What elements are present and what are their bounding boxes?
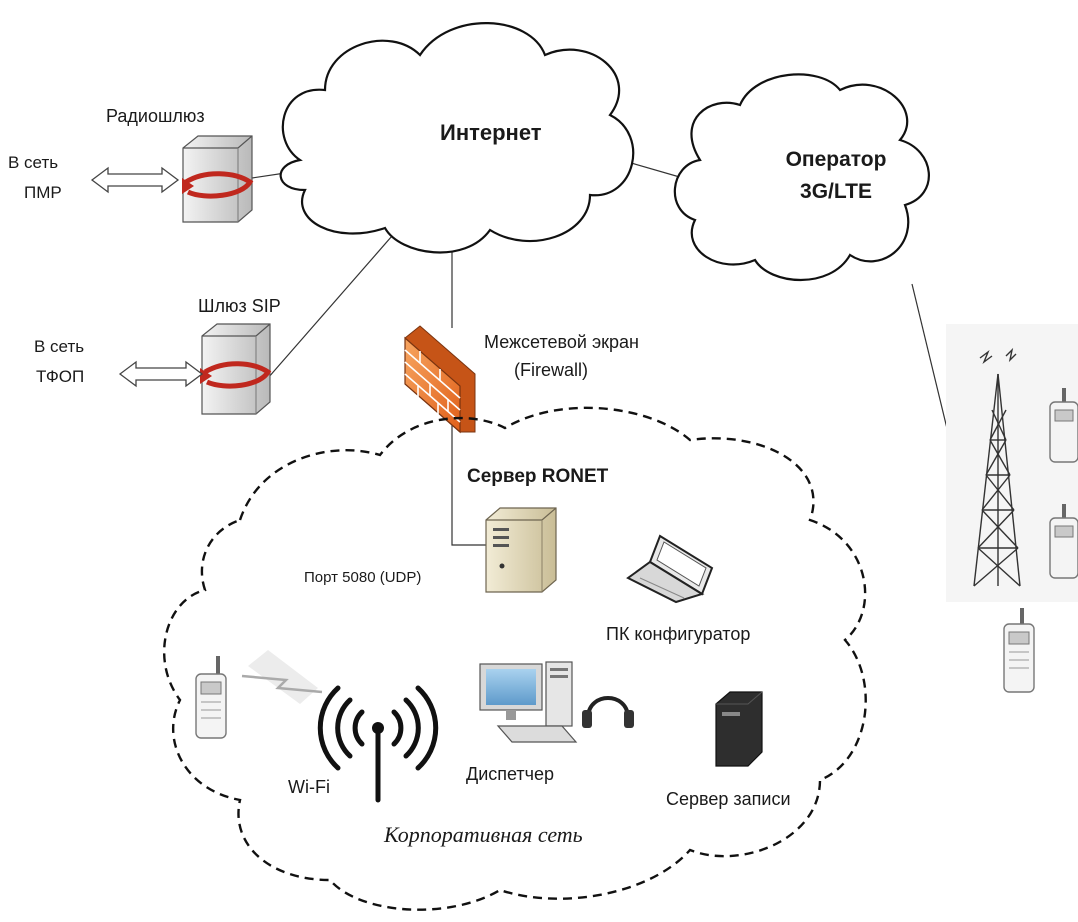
recording-server: Сервер записи xyxy=(666,691,791,809)
link-sip-gateway-internet xyxy=(267,235,393,379)
recording-server-label: Сервер записи xyxy=(666,789,791,809)
firewall: Межсетевой экран (Firewall) xyxy=(404,325,639,434)
dispatcher-label: Диспетчер xyxy=(466,764,554,784)
pstn-label-line2: ТФОП xyxy=(36,367,84,386)
server-tower-icon xyxy=(485,507,557,593)
internet-label: Интернет xyxy=(440,120,542,145)
corporate-network-label: Корпоративная сеть xyxy=(383,822,583,847)
pstn-double-arrow-icon xyxy=(118,360,204,388)
wifi-antenna-icon xyxy=(317,685,439,803)
corporate-radio xyxy=(195,650,323,739)
dispatcher: Диспетчер xyxy=(466,661,634,784)
corporate-network-cloud: Корпоративная сеть xyxy=(163,406,867,911)
firewall-label-line2: (Firewall) xyxy=(514,360,588,380)
pmr-double-arrow-icon xyxy=(90,166,180,194)
workstation-icon xyxy=(479,661,634,743)
sip-gateway-label: Шлюз SIP xyxy=(198,296,281,316)
link-firewall-server xyxy=(451,425,488,546)
firewall-brick-icon xyxy=(404,325,476,434)
pmr-label-line1: В сеть xyxy=(8,153,58,172)
operator-label-line2: 3G/LTE xyxy=(800,180,872,203)
port-label: Порт 5080 (UDP) xyxy=(304,569,421,586)
ronet-server-label: Сервер RONET xyxy=(467,466,609,487)
mobile-radio-icon-bottom xyxy=(1003,608,1035,693)
wifi-label: Wi-Fi xyxy=(288,777,330,797)
radio-gateway: Радиошлюз В сеть ПМР xyxy=(8,106,254,223)
mobile-network xyxy=(946,324,1078,693)
lightning-icon xyxy=(241,650,323,704)
mobile-radio-icon-middle xyxy=(1049,504,1078,579)
laptop-icon xyxy=(626,534,714,604)
pmr-label-line2: ПМР xyxy=(24,183,62,202)
mobile-radio-icon-top xyxy=(1049,388,1078,463)
ronet-server: Сервер RONET Порт 5080 (UDP) xyxy=(304,466,609,593)
firewall-label-line1: Межсетевой экран xyxy=(484,332,639,352)
pc-configurator-label: ПК конфигуратор xyxy=(606,624,750,644)
cell-tower-icon xyxy=(973,347,1021,587)
server-cabinet-icon xyxy=(715,691,763,767)
internet-cloud: Интернет xyxy=(279,22,635,254)
operator-label-line1: Оператор xyxy=(786,148,887,171)
radio-handset-icon xyxy=(195,656,227,739)
pstn-label-line1: В сеть xyxy=(34,337,84,356)
sip-gateway: Шлюз SIP В сеть ТФОП xyxy=(34,296,281,415)
sip-gateway-device-icon xyxy=(200,323,272,415)
pc-configurator: ПК конфигуратор xyxy=(606,534,750,644)
operator-cloud: Оператор 3G/LTE xyxy=(673,73,930,282)
wifi: Wi-Fi xyxy=(288,685,439,803)
radio-gateway-device-icon xyxy=(182,135,254,223)
radio-gateway-label: Радиошлюз xyxy=(106,106,205,126)
